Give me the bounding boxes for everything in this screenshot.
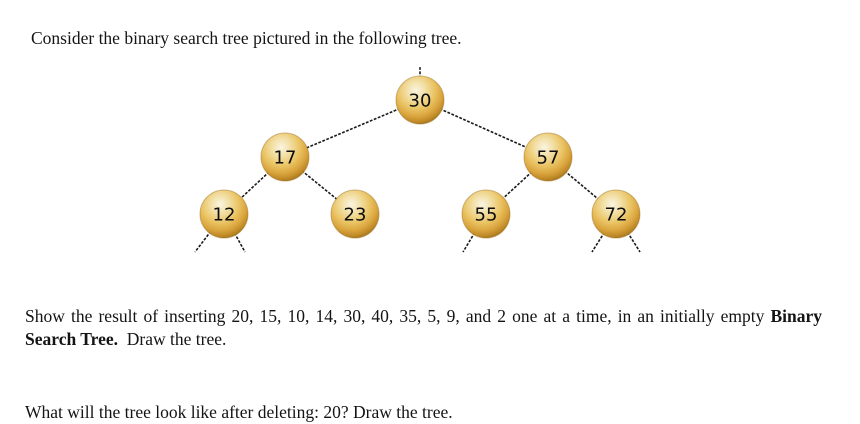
tree-node-72 [591, 189, 641, 239]
tree-node-12 [199, 189, 249, 239]
tree-node-label-57: 57 [537, 147, 560, 168]
delete-question: What will the tree look like after delet… [25, 401, 453, 422]
tree-node-57 [523, 132, 573, 182]
insert-question-text: Show the result of inserting 20, 15, 10,… [25, 305, 771, 326]
tree-node-label-17: 17 [274, 147, 297, 168]
tree-node-23 [330, 189, 380, 239]
tree-node-17 [260, 132, 310, 182]
tree-node-label-72: 72 [605, 204, 628, 225]
intro-text: Consider the binary search tree pictured… [31, 27, 462, 48]
tree-node-label-12: 12 [213, 204, 236, 225]
tree-node-55 [461, 189, 511, 239]
tree-node-label-30: 30 [409, 90, 432, 111]
insert-question: Show the result of inserting 20, 15, 10,… [25, 305, 822, 351]
tree-edge-30-17 [284, 99, 421, 158]
tree-node-label-55: 55 [475, 204, 498, 225]
insert-question-suffix: Draw the tree. [118, 328, 227, 349]
insert-question-bold: Binary Search Tree. [25, 305, 822, 349]
tree-node-30 [395, 75, 445, 125]
binary-search-tree-diagram: 30 17 57 12 23 55 72 [194, 67, 641, 253]
tree-node-label-23: 23 [344, 204, 367, 225]
